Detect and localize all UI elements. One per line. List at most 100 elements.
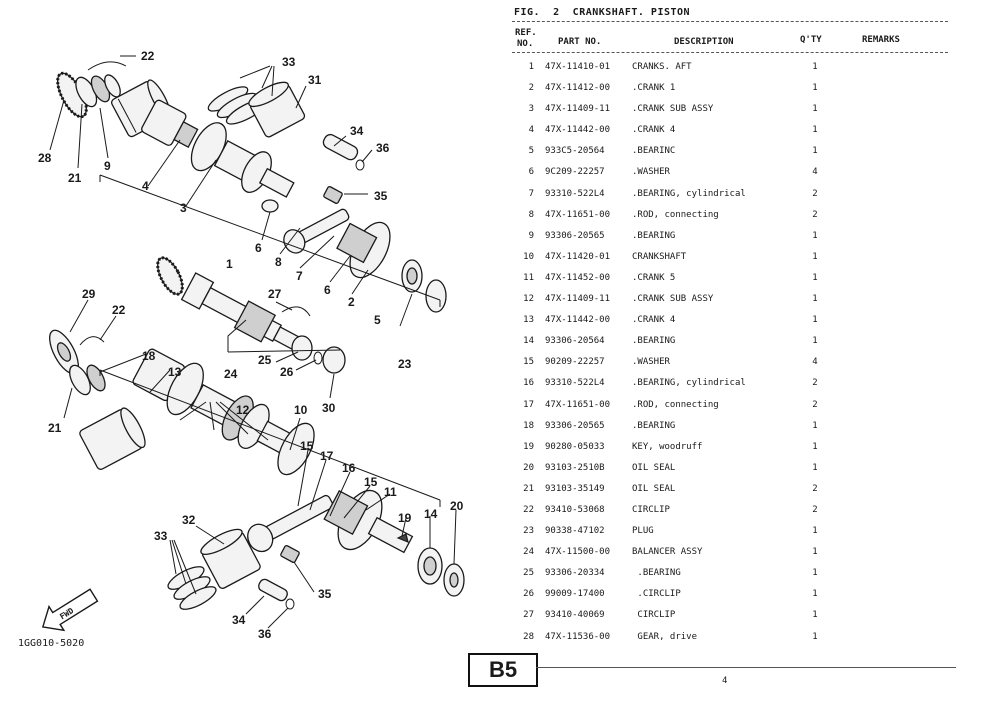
ref-cell: 20 <box>523 462 534 473</box>
ref-cell: 1 <box>528 62 534 72</box>
qty-cell: 2 <box>812 378 818 389</box>
description-cell: .CIRCLIP <box>632 589 681 600</box>
qty-cell: 2 <box>812 483 818 494</box>
qty-cell: 1 <box>812 462 818 473</box>
ref-cell: 5 <box>528 146 534 157</box>
ref-cell: 23 <box>523 526 534 537</box>
lower-crankshaft-assembly <box>49 329 465 610</box>
ref-label: 36 <box>258 627 272 641</box>
diagram-code: 1GG010-5020 <box>18 638 84 649</box>
qty-cell: 1 <box>812 272 818 283</box>
table-row: 5 933C5-20564 .BEARINC 1 <box>512 142 948 163</box>
leader-lines <box>49 55 457 629</box>
ref-cell: 12 <box>523 294 534 305</box>
ref-cell: 13 <box>523 315 534 326</box>
part-number-cell: 933C5-20564 <box>545 146 605 157</box>
ref-label: 2 <box>348 295 355 309</box>
part-number-cell: 93306-20334 <box>545 568 605 579</box>
part-number-cell: 47X-11420-01 <box>545 251 611 262</box>
qty-cell: 1 <box>812 420 818 431</box>
description-cell: OIL SEAL <box>632 462 676 473</box>
ref-cell: 3 <box>528 104 534 115</box>
ref-cell: 10 <box>523 251 534 262</box>
ref-cell: 17 <box>523 399 534 410</box>
qty-cell: 1 <box>812 146 818 157</box>
part-number-cell: 47X-11536-00 <box>545 631 611 642</box>
ref-labels: 22 33 31 34 36 35 28 21 9 4 3 6 1 8 7 6 … <box>38 49 464 641</box>
description-cell: .BEARINC <box>632 146 676 157</box>
ref-label: 14 <box>424 507 438 521</box>
ref-label: 22 <box>112 303 126 317</box>
part-number-cell: 93306-20565 <box>545 230 605 241</box>
qty-cell: 1 <box>812 125 818 136</box>
part-number-cell: 93306-20564 <box>545 336 605 347</box>
qty-cell: 1 <box>812 547 818 558</box>
ref-label: 25 <box>258 353 272 367</box>
ref-cell: 28 <box>523 631 534 642</box>
part-number-cell: 47X-11409-11 <box>545 294 611 305</box>
ref-label: 22 <box>141 49 155 63</box>
description-cell: CIRCLIP <box>632 504 670 515</box>
part-number-cell: 93410-40069 <box>545 610 605 621</box>
ref-label: 30 <box>322 401 336 415</box>
header-ref-line1: REF. <box>515 28 537 38</box>
ref-label: 15 <box>364 475 378 489</box>
description-cell: BALANCER ASSY <box>632 547 703 558</box>
ref-cell: 18 <box>523 420 534 431</box>
ref-label: 33 <box>282 55 296 69</box>
ref-cell: 24 <box>523 547 534 558</box>
qty-cell: 1 <box>812 441 818 452</box>
ref-label: 21 <box>68 171 82 185</box>
ref-label: 12 <box>236 403 250 417</box>
part-number-cell: 93310-522L4 <box>545 378 605 389</box>
part-number-cell: 93103-2510B <box>545 462 605 473</box>
ref-cell: 7 <box>528 188 534 199</box>
part-number-cell: 93310-522L4 <box>545 188 605 199</box>
ref-cell: 19 <box>523 441 534 452</box>
header-bottom-rule <box>512 52 948 53</box>
qty-cell: 2 <box>812 188 818 199</box>
description-cell: .BEARING <box>632 568 681 579</box>
ref-cell: 14 <box>523 336 534 347</box>
ref-label: 19 <box>398 511 412 525</box>
part-number-cell: 90280-05033 <box>545 441 605 452</box>
ref-cell: 2 <box>528 83 534 94</box>
description-cell: .BEARING <box>632 336 676 347</box>
ref-label: 5 <box>374 313 381 327</box>
description-cell: KEY, woodruff <box>632 441 703 452</box>
ref-label: 13 <box>168 365 182 379</box>
ref-label: 24 <box>224 367 238 381</box>
exploded-parts-diagram: FWD 22 33 31 34 36 35 28 21 9 4 3 6 1 8 … <box>18 49 465 649</box>
forward-arrow-icon: FWD <box>41 588 99 632</box>
ref-cell: 9 <box>528 230 534 241</box>
ref-label: 7 <box>296 269 303 283</box>
ref-label: 1 <box>226 257 233 271</box>
description-cell: OIL SEAL <box>632 483 676 494</box>
description-cell: .CRANK 1 <box>632 83 676 94</box>
ref-cell: 26 <box>523 589 534 600</box>
qty-cell: 1 <box>812 62 818 72</box>
page-number: 4 <box>722 676 728 686</box>
header-remarks: REMARKS <box>862 35 900 45</box>
qty-cell: 1 <box>812 251 818 262</box>
upper-crankshaft-assembly <box>56 61 447 313</box>
balancer-assembly <box>156 256 346 374</box>
ref-cell: 27 <box>523 610 534 621</box>
ref-label: 31 <box>308 73 322 87</box>
qty-cell: 1 <box>812 336 818 347</box>
ref-label: 8 <box>275 255 282 269</box>
part-number-cell: 93306-20565 <box>545 420 605 431</box>
qty-cell: 1 <box>812 631 818 642</box>
header-ref-line2: NO. <box>517 39 534 49</box>
qty-cell: 2 <box>812 209 818 220</box>
ref-cell: 8 <box>528 209 534 220</box>
